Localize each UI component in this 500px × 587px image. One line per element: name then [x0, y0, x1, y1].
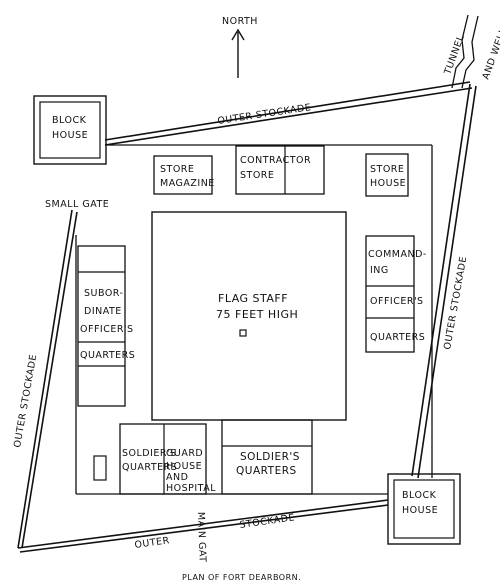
block-house-se: BLOCK HOUSE: [387, 473, 461, 545]
flag-staff-line1: FLAG STAFF: [218, 292, 288, 305]
soldiers-quarters-right: SOLDIER'S QUARTERS: [221, 419, 313, 495]
officers-line4: QUARTERS: [80, 350, 135, 361]
contractor-store-line2: STORE: [240, 170, 274, 181]
outer-stockade-top-label: OUTER STOCKADE: [217, 102, 312, 127]
guard-line4: HOSPITAL: [166, 483, 216, 494]
block-house-nw: BLOCK HOUSE: [33, 95, 107, 165]
officers-line3: OFFICER'S: [80, 324, 134, 335]
commanding-line4: QUARTERS: [370, 332, 425, 343]
block-house-se-line2: HOUSE: [402, 505, 438, 516]
north-arrow: NORTH: [222, 16, 258, 78]
store-house-line1: STORE: [370, 164, 404, 175]
outer-stockade-right-label: OUTER STOCKADE: [442, 255, 469, 350]
guard-line3: AND: [166, 472, 188, 483]
commanding-line3: OFFICER'S: [370, 296, 424, 307]
tunnel-and-well: TUNNEL AND WELL: [442, 14, 500, 89]
soldiers-right-line1: SOLDIER'S: [240, 451, 300, 463]
officers-line1: SUBOR-: [84, 288, 123, 299]
main-gate-label: MAIN GAT: [195, 512, 208, 563]
officers-line2: DINATE: [84, 306, 122, 317]
guard-line1: GUARD: [166, 448, 203, 459]
small-outbuilding: [93, 455, 107, 481]
flag-staff-line2: 75 FEET HIGH: [216, 308, 298, 321]
soldiers-left-line2: QUARTERS: [122, 462, 177, 473]
soldiers-quarters-and-guard-house: SOLDIER'S QUARTERS GUARD HOUSE AND HOSPI…: [119, 423, 216, 495]
block-house-nw-line1: BLOCK: [52, 115, 87, 126]
outer-stockade-left-label: OUTER STOCKADE: [12, 353, 39, 448]
block-house-nw-line2: HOUSE: [52, 130, 88, 141]
north-label: NORTH: [222, 16, 258, 27]
flag-staff-marker: [239, 329, 247, 337]
store-house-line2: HOUSE: [370, 178, 406, 189]
stockade-bottom-label: STOCKADE: [239, 512, 296, 531]
commanding-line1: COMMAND-: [368, 249, 427, 260]
guard-line2: HOUSE: [166, 461, 202, 472]
parade-ground: FLAG STAFF 75 FEET HIGH: [151, 211, 347, 421]
contractor-store-line1: CONTRACTOR: [240, 155, 311, 166]
map-caption: PLAN OF FORT DEARBORN.: [182, 573, 301, 582]
store-magazine: STORE MAGAZINE: [153, 155, 215, 195]
and-well-label: AND WELL: [480, 26, 500, 81]
contractor-store: CONTRACTOR STORE: [235, 145, 325, 195]
soldiers-right-line2: QUARTERS: [236, 465, 297, 477]
commanding-officers-quarters: COMMAND- ING OFFICER'S QUARTERS: [365, 235, 427, 353]
commanding-line2: ING: [370, 265, 389, 276]
store-house: STORE HOUSE: [365, 153, 409, 197]
store-magazine-line1: STORE: [160, 164, 194, 175]
subordinate-officers-quarters: SUBOR- DINATE OFFICER'S QUARTERS: [77, 245, 135, 407]
store-magazine-line2: MAGAZINE: [160, 178, 215, 189]
soldiers-left-line1: SOLDIER'S: [122, 448, 177, 459]
outer-bottom-label: OUTER: [134, 535, 171, 551]
block-house-se-line1: BLOCK: [402, 490, 437, 501]
small-gate-label: SMALL GATE: [45, 199, 109, 210]
